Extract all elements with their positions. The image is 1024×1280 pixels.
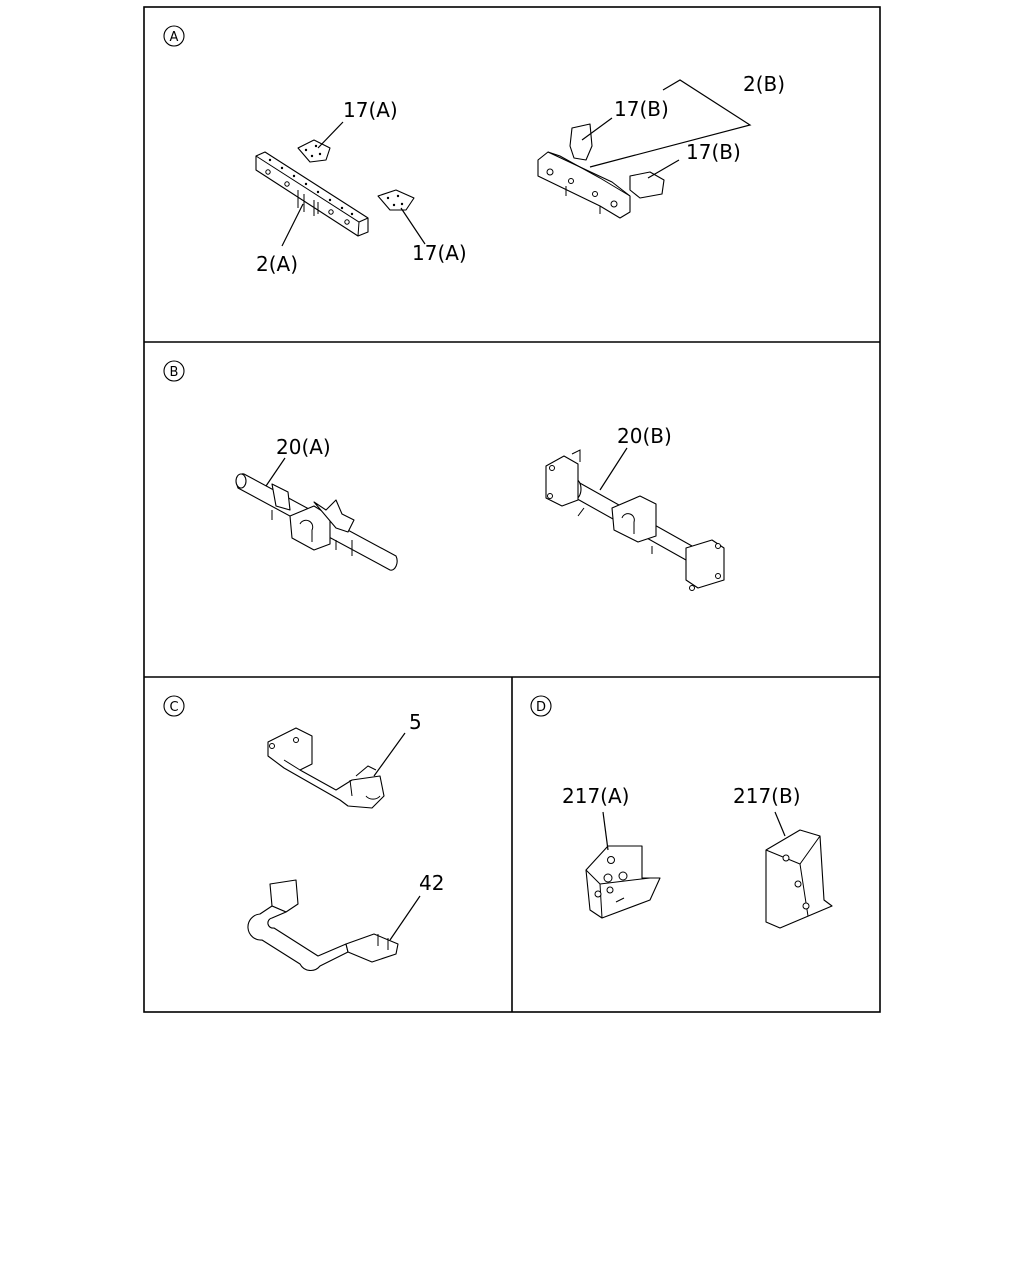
label-42: 42 — [419, 871, 444, 895]
label-2a: 2(A) — [256, 252, 298, 276]
label-5: 5 — [409, 710, 422, 734]
section-marker-c: C — [163, 695, 185, 717]
label-2b: 2(B) — [743, 72, 785, 96]
label-17b-bottom: 17(B) — [686, 140, 741, 164]
part-17b-bottom-gusset — [629, 171, 665, 199]
leader-17b-top — [581, 117, 613, 141]
part-20b-drawing — [545, 449, 725, 591]
part-20a-drawing — [235, 473, 398, 571]
leader-5 — [373, 732, 406, 777]
section-letter-b: B — [170, 365, 179, 380]
part-5-drawing — [267, 727, 385, 809]
leader-217a — [602, 811, 609, 851]
leader-42 — [389, 895, 421, 941]
section-marker-d: D — [530, 695, 552, 717]
label-17a-bottom: 17(A) — [412, 241, 467, 265]
leader-20b — [599, 447, 628, 491]
label-17a-top: 17(A) — [343, 98, 398, 122]
leader-17a-bottom — [400, 207, 426, 245]
label-217a: 217(A) — [562, 784, 629, 808]
part-2a-drawing — [255, 151, 369, 237]
leader-2b — [589, 79, 752, 168]
leader-17b-bottom — [647, 159, 680, 179]
section-marker-b: B — [163, 360, 185, 382]
leader-17a-top — [317, 121, 344, 149]
part-217b-drawing — [765, 829, 833, 929]
label-17b-top: 17(B) — [614, 97, 669, 121]
label-217b: 217(B) — [733, 784, 801, 808]
section-letter-a: A — [170, 30, 179, 45]
section-marker-a: A — [163, 25, 185, 47]
section-letter-d: D — [536, 700, 546, 715]
part-2b-drawing — [537, 151, 631, 219]
label-20b: 20(B) — [617, 424, 672, 448]
section-letter-c: C — [169, 700, 178, 715]
part-17a-top-plate — [297, 139, 331, 163]
label-20a: 20(A) — [276, 435, 331, 459]
part-217a-drawing — [585, 845, 661, 919]
part-17a-bottom-plate — [377, 189, 415, 211]
leader-20a — [265, 457, 286, 487]
part-42-drawing — [247, 879, 399, 972]
leader-2a — [281, 203, 304, 247]
leader-217b — [774, 811, 786, 837]
part-17b-top-gusset — [569, 123, 593, 161]
